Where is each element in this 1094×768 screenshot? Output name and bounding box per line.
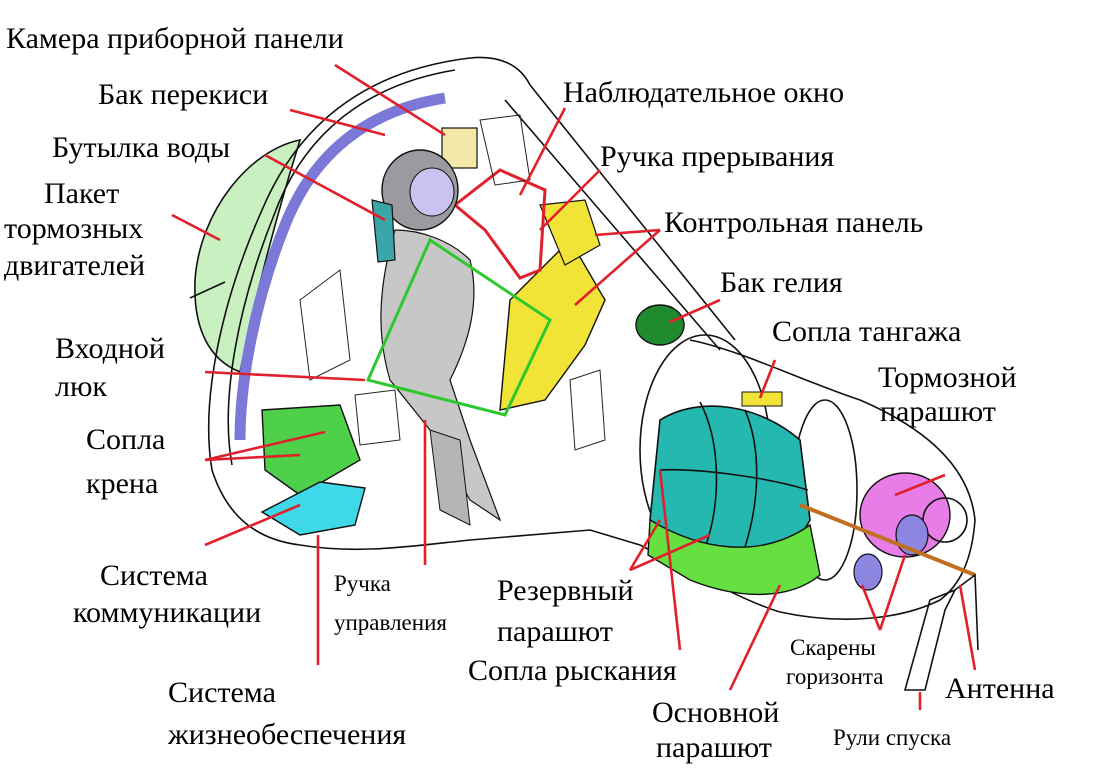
label-horizon-scanners-1: Скарены <box>790 635 876 660</box>
label-entry-hatch-2: люк <box>55 370 107 403</box>
label-entry-hatch-1: Входной <box>55 332 165 365</box>
helium-tank <box>635 304 685 346</box>
leader-lines <box>171 63 977 710</box>
label-antenna: Антенна <box>945 672 1055 705</box>
instrument-camera <box>441 127 478 169</box>
label-pitch-jets: Сопла тангажа <box>772 315 961 348</box>
label-reserve-chute-2: парашют <box>497 615 613 648</box>
label-descent-rudders: Рули спуска <box>833 725 951 750</box>
label-comm-system-1: Система <box>100 559 208 592</box>
label-instrument-camera: Камера приборной панели <box>6 22 344 55</box>
label-main-chute-1: Основной <box>652 696 779 729</box>
label-reserve-chute-1: Резервный <box>497 574 634 607</box>
label-water-bottle: Бутылка воды <box>52 131 230 164</box>
label-retro-pack-1: Пакет <box>44 177 119 210</box>
label-horizon-scanners-2: горизонта <box>786 664 883 689</box>
label-retro-pack-3: двигателей <box>4 249 145 282</box>
retro-pack <box>194 138 302 374</box>
label-helium-tank: Бак гелия <box>720 266 843 299</box>
label-roll-jets-2: крена <box>86 467 158 500</box>
label-drogue-chute-1: Тормозной <box>878 361 1017 394</box>
label-life-support-2: жизнеобеспечения <box>167 718 406 751</box>
label-control-panel: Контрольная панель <box>664 206 923 239</box>
label-retro-pack-2: тормозных <box>4 212 143 245</box>
label-yaw-jets: Сопла рыскания <box>468 654 677 687</box>
control-panel <box>499 238 606 411</box>
reserve-chute <box>647 518 821 596</box>
water-bottle <box>371 199 396 263</box>
label-peroxide-tank: Бак перекиси <box>98 78 268 111</box>
peroxide-tank <box>234 92 446 441</box>
label-roll-jets-1: Сопла <box>86 423 165 456</box>
label-control-stick-2: управления <box>334 610 447 635</box>
observation-window-outline <box>452 168 547 280</box>
capsule-drawing <box>189 56 979 691</box>
horizon-scanner-1 <box>853 553 883 591</box>
label-drogue-chute-2: парашют <box>880 395 996 428</box>
label-comm-system-2: коммуникации <box>73 596 261 629</box>
label-abort-handle: Ручка прерывания <box>600 140 834 173</box>
comm-system-block <box>260 481 366 536</box>
roll-jets-block <box>261 404 361 496</box>
control-panel-upper <box>539 199 601 266</box>
label-control-stick-1: Ручка <box>334 571 391 596</box>
label-life-support-1: Система <box>168 676 276 709</box>
label-observation-window: Наблюдательное окно <box>563 76 844 109</box>
stick-outline <box>365 237 552 417</box>
label-main-chute-2: парашют <box>656 731 772 764</box>
labels: Камера приборной панели Бак перекиси Наб… <box>4 22 1055 764</box>
